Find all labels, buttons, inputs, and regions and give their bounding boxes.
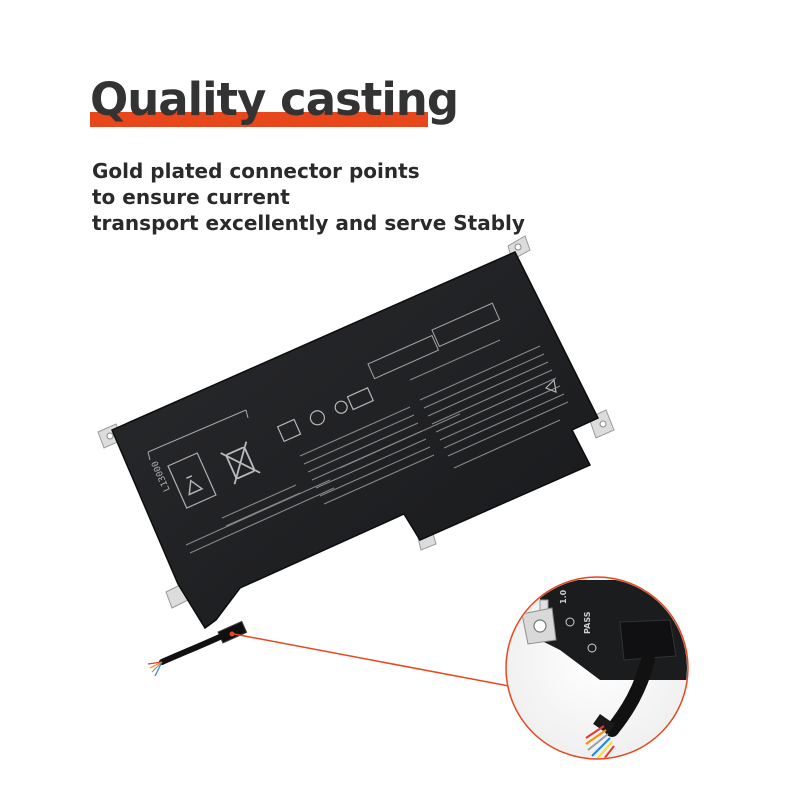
description-line-3: transport excellently and serve Stably xyxy=(92,211,525,235)
battery-body xyxy=(111,251,600,630)
zoom-pointer-line xyxy=(233,633,531,691)
battery-label-print: L13000 xyxy=(147,302,569,554)
zoom-pin-label-1: 1.0 xyxy=(559,589,568,604)
headline-block: Quality casting xyxy=(90,72,459,128)
description-line-2: to ensure current xyxy=(92,185,290,209)
description-line-1: Gold plated connector points xyxy=(92,159,420,183)
certification-marks xyxy=(276,387,375,443)
description-text: Gold plated connector points to ensure c… xyxy=(92,158,525,236)
warning-icon xyxy=(544,378,557,393)
recycle-icon xyxy=(186,475,204,496)
zoom-pin-label-2: PASS xyxy=(583,611,592,634)
fine-print-lines xyxy=(185,339,569,554)
rating-box xyxy=(367,334,440,380)
headline-underline-bar xyxy=(90,112,428,127)
zoom-cable-wires xyxy=(585,725,615,758)
battery-pack: L13000 xyxy=(97,235,615,677)
zoom-cable xyxy=(605,653,655,737)
spec-box xyxy=(431,302,501,348)
cable-wires xyxy=(147,661,163,677)
cable xyxy=(159,633,225,665)
connector-zoom-circle: 1.0 PASS xyxy=(505,576,689,760)
pointer-dot xyxy=(229,631,235,637)
crossed-bin-icon xyxy=(220,441,261,485)
headline-title: Quality casting xyxy=(90,73,459,126)
